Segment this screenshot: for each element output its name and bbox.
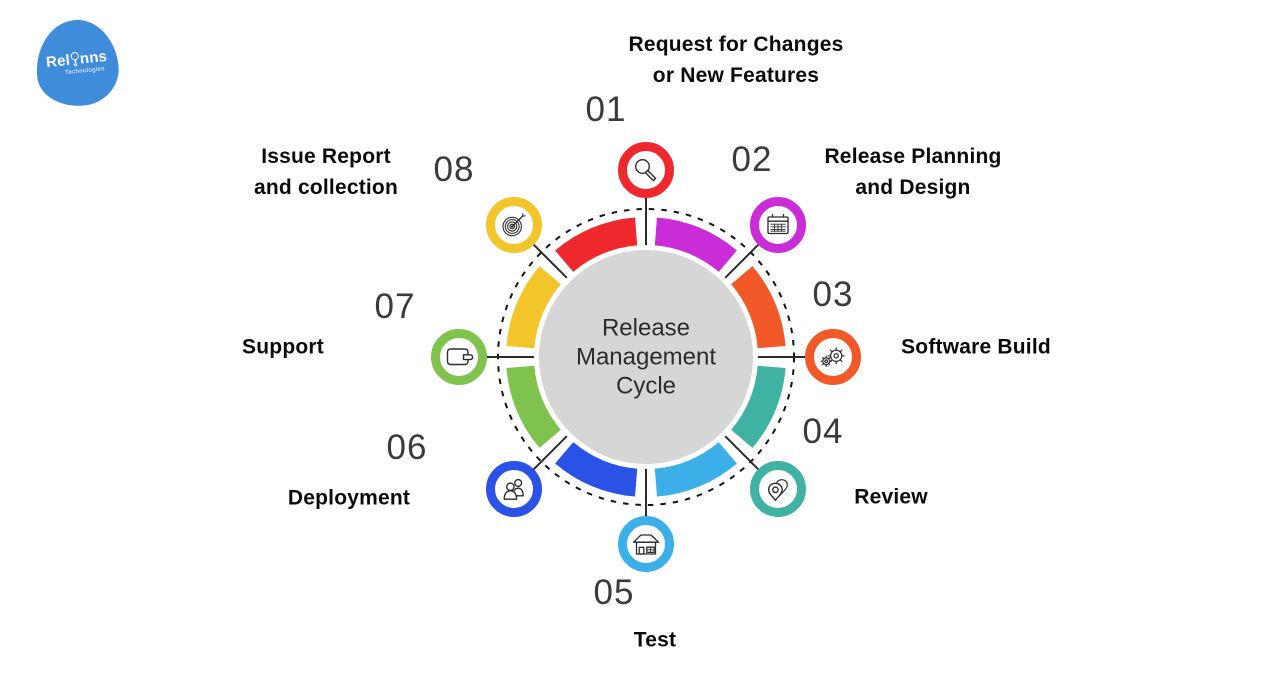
step-6-number: 06 [386, 428, 428, 467]
segment-step-5 [654, 441, 737, 497]
house-icon [632, 534, 660, 555]
segment-step-1 [555, 217, 638, 273]
step-2-label: Release Planning and Design [824, 145, 1002, 199]
step-6-label: Deployment [287, 486, 411, 510]
step-1-number: 01 [585, 90, 627, 129]
connector-lines [487, 198, 805, 516]
step-5-label: Test [633, 628, 677, 652]
step-8-label: Issue Report and collection [254, 145, 398, 199]
segment-step-7 [506, 365, 562, 448]
lightbulb-icon [70, 52, 79, 67]
gears-icon [820, 347, 845, 367]
connector-step-4 [724, 435, 760, 471]
node-ring-step-7 [431, 329, 487, 385]
calendar-icon [767, 213, 789, 235]
step-4-number: 04 [802, 412, 844, 451]
segment-step-2 [654, 217, 737, 273]
logo-blob: Rel nns Technologies [31, 15, 123, 111]
step-3-number: 03 [812, 275, 854, 314]
step-4-label: Review [854, 485, 928, 509]
center-disc [539, 250, 753, 464]
connector-step-2 [724, 243, 760, 279]
step-2-number: 02 [731, 140, 773, 179]
node-ring-step-1 [618, 142, 674, 198]
segment-step-4 [730, 365, 786, 448]
step-8-number: 08 [433, 150, 475, 189]
icon-nodes [431, 142, 861, 572]
logo-wordmark: Rel nns [45, 48, 108, 71]
step-7-label: Support [242, 335, 324, 359]
connector-step-8 [532, 243, 568, 279]
magnifier-icon [634, 158, 657, 182]
segment-step-6 [555, 441, 638, 497]
relinns-logo: Rel nns Technologies [31, 15, 123, 111]
node-ring-step-5 [618, 516, 674, 572]
step-5-number: 05 [593, 573, 635, 612]
wallet-icon [446, 348, 474, 366]
segment-step-3 [730, 266, 786, 349]
connector-step-6 [532, 435, 568, 471]
target-icon [502, 213, 526, 237]
step-1-label: Request for Changes or New Features [628, 33, 844, 87]
people-icon [503, 478, 524, 500]
step-3-label: Software Build [901, 335, 1051, 359]
center-title: Release Management Cycle [575, 314, 717, 400]
location-pins-icon [767, 479, 788, 501]
step-7-number: 07 [374, 287, 416, 326]
segment-step-8 [506, 266, 562, 349]
